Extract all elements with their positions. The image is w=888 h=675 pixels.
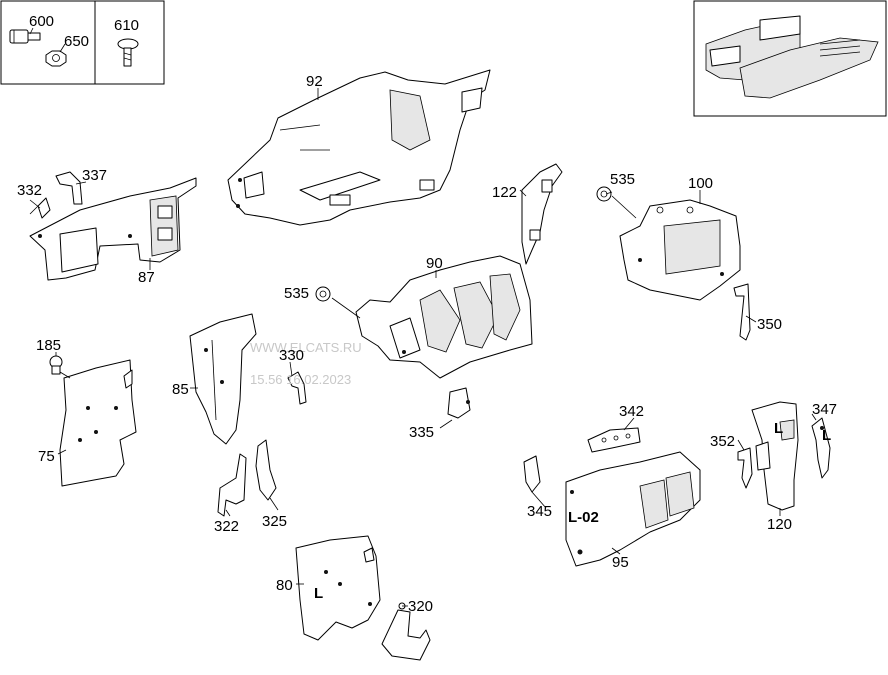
- callout-322: 322: [214, 518, 239, 535]
- part-80-drawing: [295, 535, 381, 641]
- nut-650-drawing: [45, 50, 67, 67]
- l-stamp-80: L: [314, 585, 323, 602]
- bracket-352-drawing: [737, 447, 753, 489]
- clip-345-drawing: [523, 455, 541, 493]
- l-stamp-347: L: [822, 427, 831, 444]
- part-92-drawing: [227, 69, 491, 226]
- fastener-185-drawing: [49, 355, 63, 375]
- clip-330-drawing: [287, 371, 307, 405]
- callout-75: 75: [38, 448, 55, 465]
- callout-325: 325: [262, 513, 287, 530]
- callout-535-upper: 535: [610, 171, 635, 188]
- callout-labels: 600 650 610 92 337 332 87 122 535 100 53…: [17, 13, 837, 615]
- callout-90: 90: [426, 255, 443, 272]
- callout-332: 332: [17, 182, 42, 199]
- leader-lines: [29, 88, 817, 607]
- watermark: WWW.ELCATS.RU 15.56 16.02.2023: [250, 340, 362, 387]
- bolt-600-drawing: [9, 29, 41, 44]
- washer-535-lower: [315, 286, 331, 302]
- screw-610-drawing: [117, 38, 139, 67]
- callout-342: 342: [619, 403, 644, 420]
- clip-337-drawing: [55, 171, 83, 205]
- callout-85: 85: [172, 381, 189, 398]
- clip-332-drawing: [29, 197, 51, 219]
- callout-95: 95: [612, 554, 629, 571]
- l02-stamp: L-02: [568, 509, 599, 526]
- callout-347: 347: [812, 401, 837, 418]
- callout-100: 100: [688, 175, 713, 192]
- callout-610: 610: [114, 17, 139, 34]
- part-87-drawing: [29, 177, 197, 281]
- callout-600: 600: [29, 13, 54, 30]
- callout-120: 120: [767, 516, 792, 533]
- legend-box-610: [94, 0, 165, 85]
- callout-330: 330: [279, 347, 304, 364]
- bracket-322-drawing: [217, 453, 247, 517]
- callout-87: 87: [138, 269, 155, 286]
- callout-92: 92: [306, 73, 323, 90]
- watermark-site: WWW.ELCATS.RU: [250, 340, 362, 355]
- callout-185: 185: [36, 337, 61, 354]
- fastener-legend: [0, 0, 165, 85]
- bracket-347-drawing: [811, 417, 831, 479]
- part-85-drawing: [189, 313, 257, 445]
- callout-122: 122: [492, 184, 517, 201]
- callout-535-lower: 535: [284, 285, 309, 302]
- bracket-325-drawing: [255, 439, 277, 501]
- l-stamp-120: L: [774, 420, 783, 437]
- callout-337: 337: [82, 167, 107, 184]
- callout-352: 352: [710, 433, 735, 450]
- watermark-date: 15.56 16.02.2023: [250, 372, 351, 387]
- clip-335-drawing: [447, 387, 471, 419]
- part-90-drawing: [355, 255, 533, 379]
- callout-335: 335: [409, 424, 434, 441]
- callout-345: 345: [527, 503, 552, 520]
- part-stamps: L-02 L L L: [314, 420, 831, 602]
- part-122-drawing: [521, 163, 563, 265]
- overview-box: [693, 0, 887, 117]
- bracket-350-drawing: [733, 283, 751, 341]
- part-75-drawing: [59, 359, 137, 487]
- part-100-drawing: [619, 199, 741, 301]
- overview-thumbnail: [693, 0, 887, 117]
- part-95-drawing: [565, 451, 701, 567]
- callout-320: 320: [408, 598, 433, 615]
- washer-535-upper: [596, 186, 612, 202]
- part-120-drawing: [751, 401, 799, 511]
- bracket-342-drawing: [587, 427, 641, 453]
- callout-650: 650: [64, 33, 89, 50]
- callout-80: 80: [276, 577, 293, 594]
- callout-350: 350: [757, 316, 782, 333]
